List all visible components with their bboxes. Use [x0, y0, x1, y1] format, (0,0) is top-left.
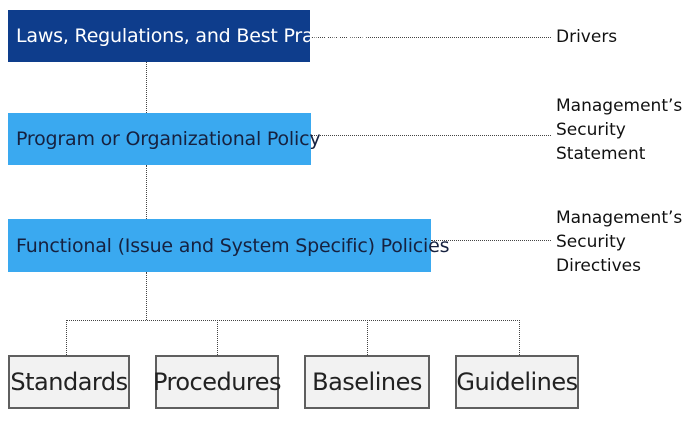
- procedures-box: Procedures: [152, 355, 282, 409]
- program-policy-box: Program or Organizational Policy: [8, 113, 321, 165]
- drivers-label: Drivers: [556, 25, 617, 49]
- drivers-text: Drivers: [556, 27, 618, 47]
- laws-regulations-box: Laws, Regulations, and Best Practices: [8, 10, 368, 62]
- security-statement-line-1: Management’s: [556, 96, 683, 116]
- baselines-label: Baselines: [312, 368, 422, 396]
- connector-standards: [66, 320, 67, 355]
- functional-policies-label: Functional (Issue and System Specific) P…: [16, 234, 450, 257]
- program-policy-label: Program or Organizational Policy: [16, 128, 321, 150]
- connector-laws-drivers: [311, 37, 551, 38]
- functional-policies-box: Functional (Issue and System Specific) P…: [8, 219, 450, 272]
- connector-bottom-horizontal: [66, 320, 520, 321]
- security-statement-line-3: Statement: [556, 144, 646, 164]
- security-directives-line-2: Security: [556, 232, 626, 252]
- connector-program-functional: [146, 165, 147, 219]
- connector-functional-directives: [431, 240, 551, 241]
- security-statement-label: Management’s Security Statement: [556, 94, 682, 166]
- security-directives-label: Management’s Security Directives: [556, 206, 682, 278]
- connector-baselines: [367, 320, 368, 355]
- baselines-box: Baselines: [304, 355, 430, 409]
- connector-procedures: [217, 320, 218, 355]
- standards-box: Standards: [8, 355, 130, 409]
- laws-regulations-label: Laws, Regulations, and Best Practices: [16, 25, 368, 47]
- security-directives-line-3: Directives: [556, 256, 641, 276]
- connector-guidelines: [519, 320, 520, 355]
- security-statement-line-2: Security: [556, 120, 626, 140]
- guidelines-box: Guidelines: [455, 355, 579, 409]
- standards-label: Standards: [10, 368, 128, 396]
- security-directives-line-1: Management’s: [556, 208, 683, 228]
- guidelines-label: Guidelines: [456, 368, 578, 396]
- connector-functional-bottom: [146, 272, 147, 320]
- procedures-label: Procedures: [152, 368, 282, 396]
- connector-laws-program: [146, 62, 147, 113]
- connector-program-statement: [311, 135, 551, 136]
